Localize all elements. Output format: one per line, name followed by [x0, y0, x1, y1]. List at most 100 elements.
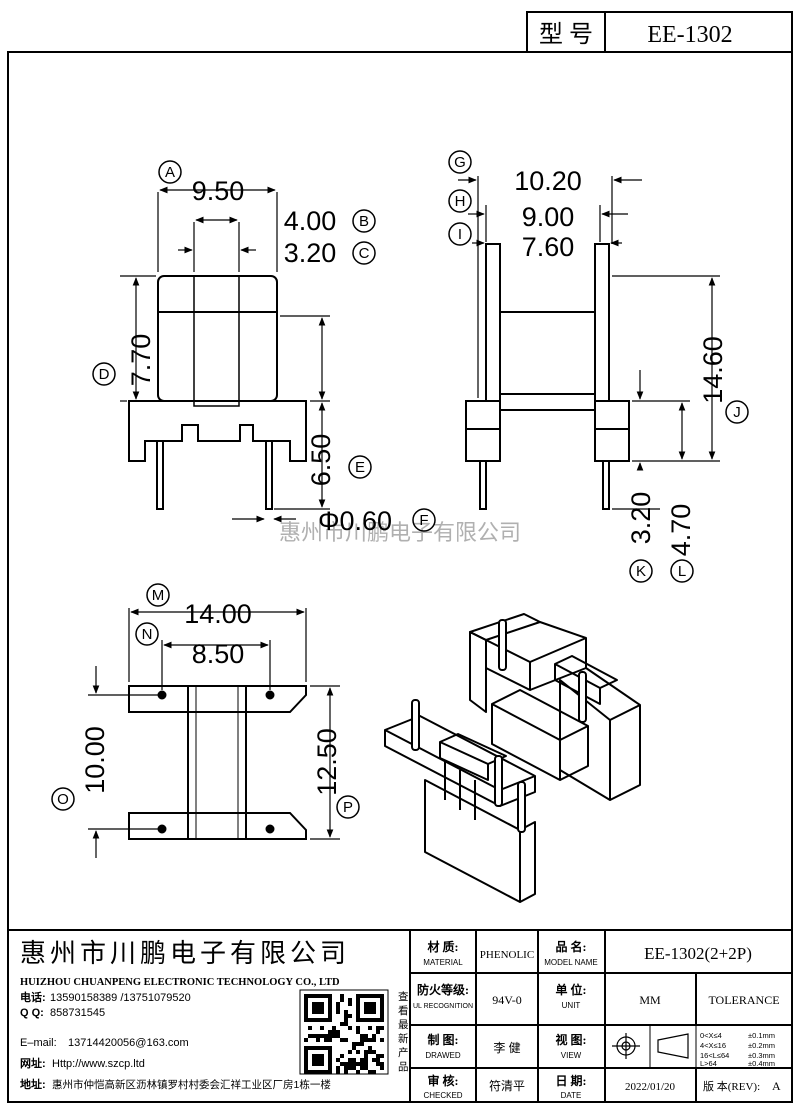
- dim-p-letter: P: [343, 799, 353, 816]
- model-number: EE-1302: [647, 22, 732, 48]
- tol-value-2: ±0.2mm: [748, 1041, 775, 1050]
- title-block-cells: 材 质: MATERIAL PHENOLIC 品 名: MODEL NAME E…: [413, 939, 781, 1100]
- dim-b-letter: B: [359, 213, 369, 230]
- dim-k-value: 3.20: [626, 492, 656, 545]
- dim-l-letter: L: [678, 563, 686, 580]
- dim-e-letter: E: [355, 459, 365, 476]
- dim-o-value: 10.00: [80, 726, 110, 794]
- type-label: 型 号: [539, 21, 593, 48]
- company-name-en: HUIZHOU CHUANPENG ELECTRONIC TECHNOLOGY …: [20, 977, 340, 988]
- dim-n: N 8.50: [135, 622, 244, 669]
- model-label-en: MODEL NAME: [544, 958, 598, 967]
- model-header: 型 号 EE-1302: [526, 11, 793, 53]
- tol-value-1: ±0.1mm: [748, 1031, 775, 1040]
- material-label-en: MATERIAL: [423, 958, 463, 967]
- sheet-frame: [7, 51, 793, 1103]
- dim-l: 4.70 L: [666, 504, 696, 583]
- dim-k-letter: K: [636, 563, 646, 580]
- dim-e: 6.50 E: [306, 434, 372, 486]
- date-label-cn: 日 期:: [556, 1073, 587, 1088]
- dim-j-value: 14.60: [698, 336, 728, 404]
- model-name-value: EE-1302(2+2P): [644, 944, 752, 963]
- qr-caption-2: 看: [398, 1004, 409, 1017]
- material-label-cn: 材 质:: [427, 939, 459, 954]
- isometric-pins: [411, 619, 587, 833]
- qq-label: Q Q:: [20, 1007, 44, 1019]
- unit-value: MM: [639, 993, 661, 1007]
- dim-b: 4.00 B: [284, 206, 376, 236]
- dim-c-letter: C: [359, 245, 370, 262]
- email-label: E–mail:: [20, 1037, 57, 1049]
- dim-i-letter: I: [458, 226, 462, 243]
- qr-code: 查 看 最 新 产 品: [299, 989, 409, 1075]
- drawn-label-cn: 制 图:: [428, 1032, 459, 1047]
- projection-symbol-icon: [612, 1033, 689, 1059]
- phone-value: 13590158389 /13751079520: [50, 992, 191, 1004]
- email-value: 13714420056@163.com: [68, 1037, 189, 1049]
- bottom-view-dimensions: [88, 608, 340, 858]
- checked-label-en: CHECKED: [423, 1091, 462, 1100]
- isometric-view: [384, 613, 641, 903]
- company-name-cn: 惠州市川鹏电子有限公司: [20, 939, 350, 968]
- dim-p: 12.50 P: [312, 728, 360, 819]
- drawn-label-en: DRAWED: [425, 1051, 460, 1060]
- dim-i: I 7.60: [448, 222, 575, 262]
- dim-m-value: 14.00: [184, 599, 252, 629]
- tolerance-label: TOLERANCE: [708, 993, 779, 1007]
- rev-value: A: [772, 1079, 781, 1093]
- dim-i-value: 7.60: [522, 232, 575, 262]
- dim-g: G 10.20: [448, 150, 582, 196]
- dim-f-letter: F: [419, 512, 428, 529]
- checked-value: 符清平: [489, 1078, 525, 1093]
- title-block: [8, 929, 792, 1102]
- address-value: 惠州市仲恺高新区沥林镇罗村村委会汇祥工业区厂房1栋一楼: [52, 1078, 331, 1091]
- dim-c: 3.20 C: [284, 238, 376, 268]
- side-view-dimensions: [458, 176, 720, 510]
- qr-caption-6: 品: [398, 1061, 409, 1073]
- dim-d-letter: D: [99, 366, 110, 383]
- tol-range-3: 16<L≤64: [700, 1051, 729, 1060]
- dim-a-value: 9.50: [192, 176, 245, 206]
- model-label-cn: 品 名:: [556, 939, 587, 954]
- checked-label-cn: 审 核:: [428, 1073, 459, 1088]
- front-view-dimensions: [120, 186, 330, 523]
- tol-value-3: ±0.3mm: [748, 1051, 775, 1060]
- material-value: PHENOLIC: [480, 949, 534, 961]
- dim-g-value: 10.20: [514, 166, 582, 196]
- dim-m-letter: M: [152, 587, 165, 604]
- dim-m: M 14.00: [146, 583, 252, 629]
- dim-d: D 7.70: [92, 334, 156, 387]
- dim-j: 14.60 J: [698, 336, 749, 424]
- unit-label-cn: 单 位:: [556, 982, 587, 997]
- dim-a: A 9.50: [158, 160, 245, 206]
- ul-value: 94V-0: [492, 993, 522, 1007]
- dim-k: 3.20 K: [626, 492, 656, 583]
- ul-label-cn: 防火等级:: [417, 982, 469, 997]
- tol-range-4: L>64: [700, 1059, 717, 1068]
- front-view: [128, 275, 307, 510]
- ul-label-en: UL RECOGNITION: [413, 1003, 473, 1010]
- phone-label: 电话:: [20, 990, 46, 1004]
- dim-n-letter: N: [142, 626, 153, 643]
- dim-j-letter: J: [733, 404, 741, 421]
- qr-caption-4: 新: [398, 1032, 409, 1045]
- dim-a-letter: A: [165, 164, 175, 181]
- address-label: 地址:: [20, 1077, 46, 1091]
- bottom-view: [128, 685, 307, 840]
- dim-h-letter: H: [455, 193, 466, 210]
- web-label: 网址:: [20, 1056, 46, 1070]
- dim-b-value: 4.00: [284, 206, 337, 236]
- dim-g-letter: G: [454, 154, 466, 171]
- dim-p-value: 12.50: [312, 728, 342, 796]
- qq-value: 858731545: [50, 1007, 105, 1019]
- view-label-cn: 视 图:: [556, 1032, 587, 1047]
- dim-f-value: Φ0.60: [318, 506, 392, 536]
- dim-d-value: 7.70: [126, 334, 156, 387]
- watermark: 惠州市川鹏电子有限公司: [279, 520, 521, 545]
- qr-caption-1: 查: [398, 990, 409, 1003]
- dim-l-value: 4.70: [666, 504, 696, 557]
- unit-label-en: UNIT: [562, 1001, 581, 1010]
- web-value: Http://www.szcp.ltd: [52, 1058, 145, 1070]
- drawn-value: 李 健: [493, 1040, 520, 1055]
